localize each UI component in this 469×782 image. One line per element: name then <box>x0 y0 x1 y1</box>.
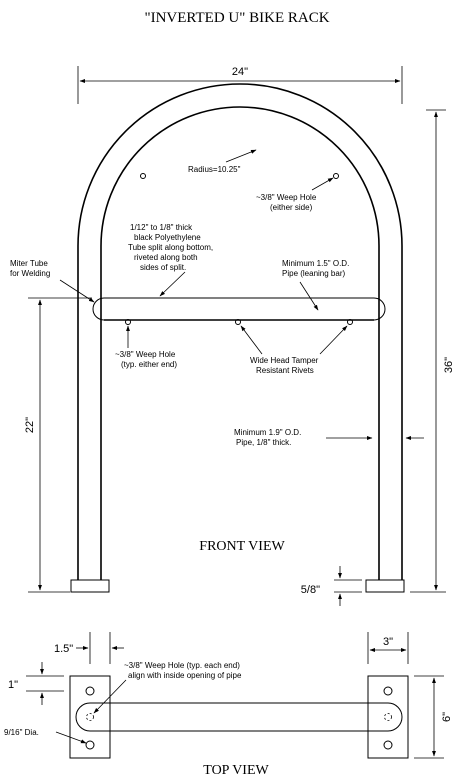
note-leaning-bar-2: Pipe (leaning bar) <box>282 269 345 278</box>
note-pipe-2: Pipe, 1/8" thick. <box>236 438 291 447</box>
leader-rivet-center <box>240 325 263 355</box>
leader-weep-top <box>311 177 334 191</box>
dim-hole-spacing-label: 1" <box>8 679 18 691</box>
leader-sleeve <box>159 271 186 297</box>
dimension-flange <box>76 632 124 664</box>
dimension-hole-spacing <box>26 662 64 705</box>
leader-hole-dia <box>55 731 87 744</box>
dim-height-label: 36" <box>443 357 455 373</box>
leaning-bar <box>92 297 386 321</box>
note-sleeve-2: black Polyethylene <box>134 233 201 242</box>
note-miter-1: Miter Tube <box>10 259 48 268</box>
leader-weep-plan <box>93 679 127 714</box>
top-plate-right <box>367 675 409 759</box>
note-rivets-2: Resistant Rivets <box>256 366 314 375</box>
anchor-hole-left-top <box>85 686 95 696</box>
inverted-u-frame <box>77 83 403 580</box>
weep-hole-top-right <box>333 173 339 179</box>
anchor-hole-right-top <box>383 686 393 696</box>
dim-bar-height-label: 22" <box>24 417 36 433</box>
top-plate-left <box>69 675 111 759</box>
note-rivets-1: Wide Head Tamper <box>250 356 319 365</box>
base-plate-left <box>70 579 110 593</box>
note-pipe-1: Minimum 1.9" O.D. <box>234 428 301 437</box>
dimension-plate-width <box>367 632 409 664</box>
note-miter-2: for Welding <box>10 269 50 278</box>
leader-rivet-right <box>319 325 348 355</box>
note-weep-top-1: ~3/8" Weep Hole <box>256 193 317 202</box>
dimension-plate-depth <box>414 675 444 759</box>
note-hole-dia: 9/16" Dia. <box>4 728 39 737</box>
leader-leaning-bar <box>299 281 319 311</box>
front-view-label: FRONT VIEW <box>199 539 285 554</box>
note-weep-plan-1: ~3/8" Weep Hole (typ. each end) <box>124 661 240 670</box>
note-weep-bottom-2: (typ. either end) <box>121 360 177 369</box>
dimension-base-plate <box>334 566 362 606</box>
top-view-label: TOP VIEW <box>203 763 269 778</box>
leader-miter <box>59 279 95 303</box>
dim-plate-width-label: 3" <box>383 636 393 648</box>
dim-flange-label: 1.5" <box>54 643 73 655</box>
note-leaning-bar-1: Minimum 1.5" O.D. <box>282 259 349 268</box>
weep-hole-bar-right <box>347 319 353 325</box>
plan-weep-hole-right <box>384 713 392 721</box>
rivet-center <box>235 319 241 325</box>
weep-hole-bar-left <box>125 319 131 325</box>
top-leaning-bar <box>75 702 403 732</box>
note-sleeve-1: 1/12" to 1/8" thick <box>130 223 193 232</box>
note-sleeve-3: Tube split along bottom, <box>128 243 213 252</box>
dim-width-label: 24" <box>232 66 248 78</box>
note-sleeve-4: riveted along both <box>134 253 198 262</box>
dimension-height <box>410 109 446 593</box>
note-weep-top-2: (either side) <box>270 203 313 212</box>
note-sleeve-5: sides of split. <box>140 263 186 272</box>
base-plate-right <box>365 579 405 593</box>
leader-radius <box>225 149 257 163</box>
dimension-bar-height <box>28 297 92 593</box>
dimension-width <box>77 66 403 104</box>
weep-hole-top-left <box>140 173 146 179</box>
anchor-hole-right-bottom <box>383 740 393 750</box>
note-weep-bottom-1: ~3/8" Weep Hole <box>115 350 176 359</box>
dim-plate-depth-label: 6" <box>441 712 453 722</box>
anchor-hole-left-bottom <box>85 740 95 750</box>
drawing-title: "INVERTED U" BIKE RACK <box>144 10 329 26</box>
dim-base-plate-label: 5/8" <box>301 584 320 596</box>
note-weep-plan-2: align with inside opening of pipe <box>128 671 242 680</box>
note-radius: Radius=10.25" <box>188 165 241 174</box>
plan-weep-hole-left <box>86 713 94 721</box>
